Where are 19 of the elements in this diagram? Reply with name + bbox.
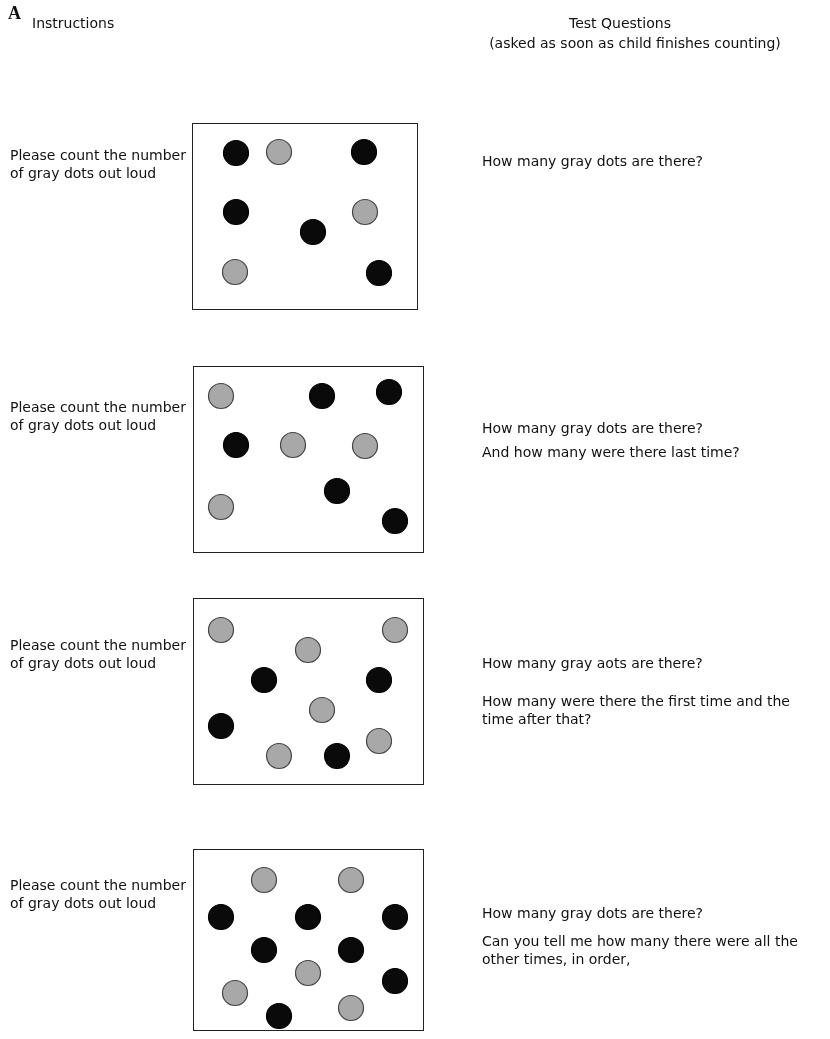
panel-letter: A bbox=[8, 4, 22, 22]
column-heading: Test Questions bbox=[568, 14, 672, 32]
text-label: Please count the number of gray dots out loud bbox=[10, 146, 187, 182]
text-label: Please count the number of gray dots out loud bbox=[10, 636, 187, 672]
text-label: Please count the number of gray dots out loud bbox=[10, 876, 187, 912]
dot-panel bbox=[193, 366, 424, 553]
text-label: Please count the number of gray dots out loud bbox=[10, 398, 187, 434]
column-heading: Instructions bbox=[32, 14, 116, 32]
dot-panel bbox=[193, 598, 424, 785]
text-label: Can you tell me how many there were all the other times, in order, bbox=[482, 932, 799, 968]
text-label: How many gray dots are there? bbox=[482, 419, 705, 437]
text-label: How many gray dots are there? bbox=[482, 904, 705, 922]
text-label: And how many were there last time? bbox=[482, 443, 741, 461]
dot-panel bbox=[192, 123, 418, 310]
text-label: How many gray dots are there? bbox=[482, 152, 705, 170]
dot-panel bbox=[193, 849, 424, 1031]
text-label: How many were there the first time and the time after that? bbox=[482, 692, 791, 728]
column-heading: (asked as soon as child finishes counting) bbox=[488, 34, 782, 52]
text-label: How many gray aots are there? bbox=[482, 654, 704, 672]
